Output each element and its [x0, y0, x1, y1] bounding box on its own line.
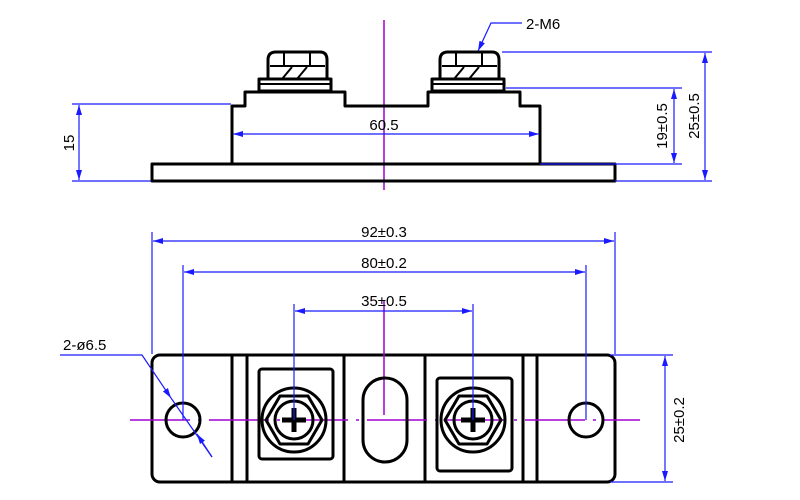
hole-leader [60, 354, 172, 399]
washer-height-dim-label: 19±0.5 [654, 103, 671, 149]
total-height-dim-label: 25±0.5 [686, 93, 703, 139]
terminal-nut-left [257, 50, 333, 93]
module-body [230, 90, 542, 164]
hole-spacing-dim-label: 80±0.2 [361, 255, 407, 272]
terminal-nut-right [430, 50, 506, 93]
center-slot [361, 376, 409, 464]
width-dim-label: 60.5 [369, 117, 398, 134]
side-view: 2-M6 60.5 15 19±0.5 25±0.5 [61, 16, 712, 190]
thread-label: 2-M6 [526, 16, 560, 33]
hole-label: 2-ø6.5 [63, 337, 106, 354]
segment-lines [230, 356, 539, 481]
terminal-spacing-dim-label: 35±0.5 [361, 293, 407, 310]
terminal-screw-right [435, 376, 514, 473]
width-dim-label: 25±0.2 [671, 397, 688, 443]
top-view: 92±0.3 80±0.2 35±0.5 25±0.2 2-ø6.5 [60, 224, 688, 484]
base-plate [150, 162, 617, 183]
base-height-dim-label: 15 [61, 135, 78, 152]
thread-leader [477, 22, 522, 52]
terminal-screw-left [257, 367, 335, 461]
overall-length-dim-label: 92±0.3 [361, 224, 407, 241]
